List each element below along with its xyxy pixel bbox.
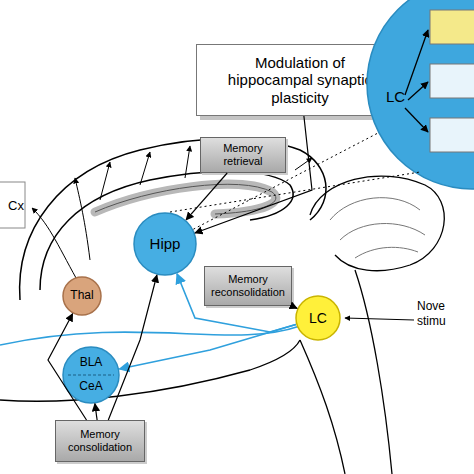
region-circle: BLA CeA (62, 346, 120, 404)
node-text: LC (386, 88, 405, 105)
node-text: Modulation of hippocampal synaptic plast… (211, 54, 389, 106)
process-box: Memory retrieval (200, 137, 286, 173)
fornix-band (95, 184, 276, 214)
region-label: Nove (417, 300, 445, 313)
region-circle: LC (295, 295, 341, 341)
projection-arrow (75, 178, 90, 260)
connector-line (292, 306, 297, 308)
brain-base (0, 340, 300, 401)
fornix-outline (95, 184, 276, 214)
region-label: Cx (8, 199, 24, 213)
projection-arrow (185, 146, 190, 178)
node-text: CeA (79, 380, 102, 394)
stimulus-arrow (345, 318, 414, 320)
node-text: Memory retrieval (205, 142, 281, 167)
connector-line (48, 314, 87, 420)
projection-arrow (140, 152, 150, 185)
node-text: BLA (80, 356, 103, 370)
projection-arrow (32, 208, 80, 285)
projection-arrow (100, 162, 110, 200)
circle-outline (62, 346, 120, 404)
connector-line (119, 325, 296, 370)
inset-circle: LC (366, 0, 474, 190)
node-text: LC (309, 310, 327, 326)
cropped-box (0, 182, 25, 228)
connector-line (193, 133, 378, 229)
connector-line (95, 404, 97, 420)
node-text: Memory reconsolidation (209, 273, 287, 298)
cerebellum-folia (340, 224, 425, 240)
region-circle: Thal (62, 276, 102, 316)
circle-shape (367, 0, 474, 189)
inset-guide (170, 172, 420, 212)
process-box: Memory consolidation (55, 420, 145, 462)
connector-line (186, 173, 227, 220)
connector-line (177, 274, 296, 332)
connector-line (108, 275, 157, 420)
circle-shape (63, 347, 119, 403)
projection-arrow (295, 158, 312, 170)
cerebellum-folia (355, 247, 418, 258)
circle-outline (366, 0, 474, 190)
connector-line (195, 116, 312, 233)
node-text: Hipp (150, 235, 181, 252)
process-box: Memory reconsolidation (204, 266, 292, 306)
noradrenergic-fibre (0, 326, 300, 345)
circle-shape (296, 296, 340, 340)
brainstem-outline (355, 270, 392, 474)
circle-shape (63, 277, 101, 315)
cerebellum-outline (310, 176, 444, 271)
cerebellum-folia (330, 198, 420, 220)
region-circle: Hipp (133, 212, 197, 276)
node-text: Thal (70, 289, 93, 303)
region-label: stimu (417, 315, 446, 328)
node-text: Memory consolidation (60, 428, 140, 453)
circle-shape (134, 213, 196, 275)
divider-line (68, 375, 114, 376)
brainstem-outline (300, 340, 345, 474)
